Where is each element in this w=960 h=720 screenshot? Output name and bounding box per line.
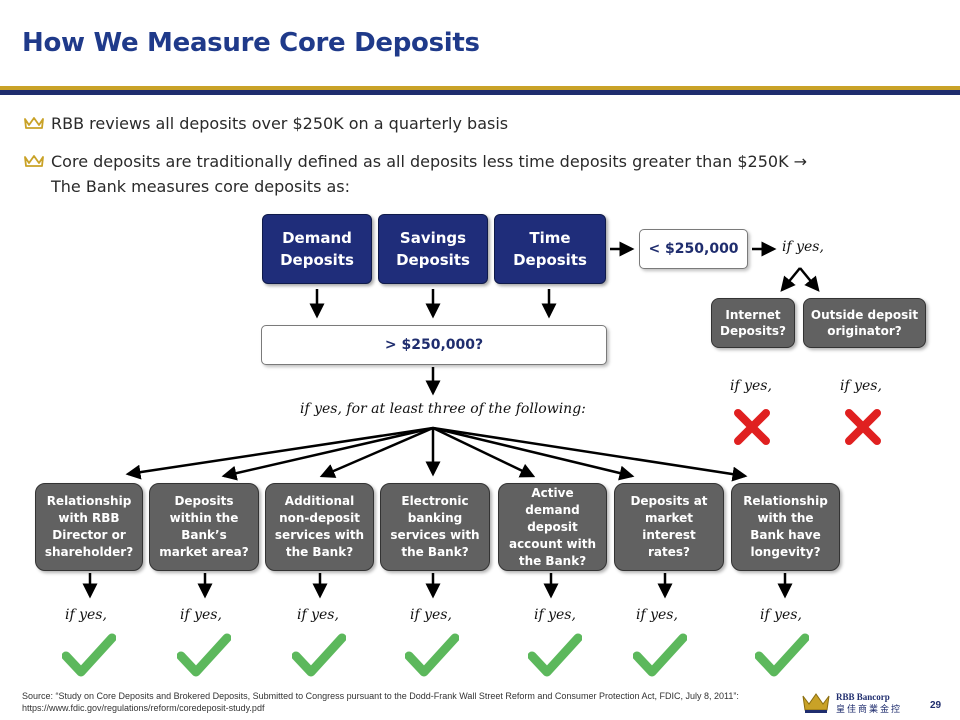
checkmark-icon bbox=[62, 633, 116, 677]
criterion-line: Active bbox=[531, 485, 574, 500]
source-footnote: Source: “Study on Core Deposits and Brok… bbox=[22, 690, 739, 714]
logo-name: RBB Bancorp bbox=[836, 692, 890, 702]
criterion-line: the Bank? bbox=[285, 545, 354, 559]
criterion-line: rates? bbox=[648, 545, 690, 559]
criterion-if-yes-label: if yes, bbox=[410, 607, 452, 623]
page-title: How We Measure Core Deposits bbox=[22, 28, 480, 58]
criterion-line: Bank’s bbox=[181, 528, 227, 542]
criterion-if-yes-label: if yes, bbox=[636, 607, 678, 623]
criterion-line: market bbox=[644, 511, 694, 525]
criterion-line: with RBB bbox=[58, 511, 120, 525]
checkmark-icon bbox=[177, 633, 231, 677]
internet-if-yes-label: if yes, bbox=[730, 378, 772, 394]
criterion-line: services with bbox=[274, 528, 365, 542]
box-label: Deposits bbox=[396, 251, 470, 269]
criterion-line: longevity? bbox=[750, 545, 821, 559]
rbb-crown-logo-icon bbox=[802, 693, 830, 713]
over-250k-box: > $250,000? bbox=[261, 325, 607, 365]
box-label: originator? bbox=[827, 324, 902, 338]
crown-icon bbox=[24, 155, 44, 167]
arrow-to-internet bbox=[780, 267, 801, 292]
bullet-text: Core deposits are traditionally defined … bbox=[51, 152, 808, 171]
title-rule-gold bbox=[0, 86, 960, 90]
criterion-line: Relationship bbox=[46, 494, 132, 508]
criterion-line: banking bbox=[407, 511, 463, 525]
logo-chinese: 皇佳商業金控 bbox=[836, 704, 903, 714]
title-rule-navy bbox=[0, 90, 960, 95]
bullet-text: RBB reviews all deposits over $250K on a… bbox=[51, 114, 509, 133]
under-if-yes-label: if yes, bbox=[782, 239, 824, 255]
internet-deposits-box: Internet Deposits? bbox=[711, 298, 795, 348]
criterion-line: market area? bbox=[159, 545, 249, 559]
criterion-line: with the bbox=[757, 511, 814, 525]
box-label: Deposits bbox=[280, 251, 354, 269]
box-label: Savings bbox=[399, 229, 467, 247]
checkmark-icon bbox=[528, 633, 582, 677]
demand-deposits-box: Demand Deposits bbox=[262, 214, 372, 284]
originator-if-yes-label: if yes, bbox=[840, 378, 882, 394]
criterion-line: the Bank? bbox=[518, 553, 587, 568]
criterion-line: interest bbox=[642, 528, 696, 542]
x-mark-icon bbox=[734, 409, 770, 445]
criterion-line: Bank have bbox=[750, 528, 821, 542]
crown-icon bbox=[24, 117, 44, 129]
fan-arrows bbox=[125, 426, 748, 482]
source-url[interactable]: https://www.fdic.gov/regulations/reform/… bbox=[22, 703, 265, 713]
criterion-if-yes-label: if yes, bbox=[180, 607, 222, 623]
criterion-line: non-deposit bbox=[279, 511, 360, 525]
checkmark-icon bbox=[292, 633, 346, 677]
criterion-line: Relationship bbox=[743, 494, 828, 508]
source-text: Source: “Study on Core Deposits and Brok… bbox=[22, 691, 739, 701]
criterion-line: services with bbox=[390, 528, 480, 542]
criterion-active-demand-account: Active demand deposit account with the B… bbox=[498, 483, 607, 571]
criterion-market-area: Deposits within the Bank’s market area? bbox=[149, 483, 259, 571]
under-250k-box: < $250,000 bbox=[639, 229, 748, 269]
criterion-line: Additional bbox=[284, 494, 355, 508]
page-number: 29 bbox=[930, 700, 942, 711]
criterion-line: demand bbox=[525, 502, 580, 517]
checkmark-icon bbox=[405, 633, 459, 677]
criterion-line: Deposits bbox=[174, 494, 234, 508]
box-label: Deposits bbox=[513, 251, 587, 269]
criterion-line: deposit bbox=[527, 519, 578, 534]
box-label: Deposits? bbox=[719, 324, 787, 338]
box-label: Time bbox=[529, 229, 571, 247]
criterion-line: account with bbox=[508, 536, 597, 551]
box-label: Outside deposit bbox=[810, 308, 919, 322]
criterion-line: Director or bbox=[52, 528, 126, 542]
bullet-text-continued: The Bank measures core deposits as: bbox=[51, 177, 351, 196]
criterion-line: Deposits at bbox=[630, 494, 708, 508]
criteria-down-arrows bbox=[82, 573, 793, 599]
checkmark-icon bbox=[633, 633, 687, 677]
outside-originator-box: Outside deposit originator? bbox=[803, 298, 926, 348]
box-label: Demand bbox=[282, 229, 352, 247]
criterion-market-rates: Deposits at market interest rates? bbox=[614, 483, 724, 571]
criterion-if-yes-label: if yes, bbox=[65, 607, 107, 623]
criterion-non-deposit-services: Additional non-deposit services with the… bbox=[265, 483, 374, 571]
time-deposits-box: Time Deposits bbox=[494, 214, 606, 284]
x-mark-icon bbox=[845, 409, 881, 445]
over-if-yes-label: if yes, for at least three of the follow… bbox=[300, 401, 586, 417]
criterion-if-yes-label: if yes, bbox=[534, 607, 576, 623]
checkmark-icon bbox=[755, 633, 809, 677]
criterion-electronic-banking: Electronic banking services with the Ban… bbox=[380, 483, 490, 571]
criterion-line: Electronic bbox=[401, 494, 469, 508]
savings-deposits-box: Savings Deposits bbox=[378, 214, 488, 284]
criterion-line: within the bbox=[169, 511, 239, 525]
criterion-line: the Bank? bbox=[401, 545, 469, 559]
criterion-line: shareholder? bbox=[44, 545, 134, 559]
criterion-if-yes-label: if yes, bbox=[297, 607, 339, 623]
criterion-relationship-director: Relationship with RBB Director or shareh… bbox=[35, 483, 143, 571]
company-logo-text: RBB Bancorp 皇佳商業金控 bbox=[836, 691, 902, 715]
arrow-to-originator bbox=[799, 267, 820, 292]
criterion-longevity: Relationship with the Bank have longevit… bbox=[731, 483, 840, 571]
criterion-if-yes-label: if yes, bbox=[760, 607, 802, 623]
box-label: Internet bbox=[725, 308, 781, 322]
